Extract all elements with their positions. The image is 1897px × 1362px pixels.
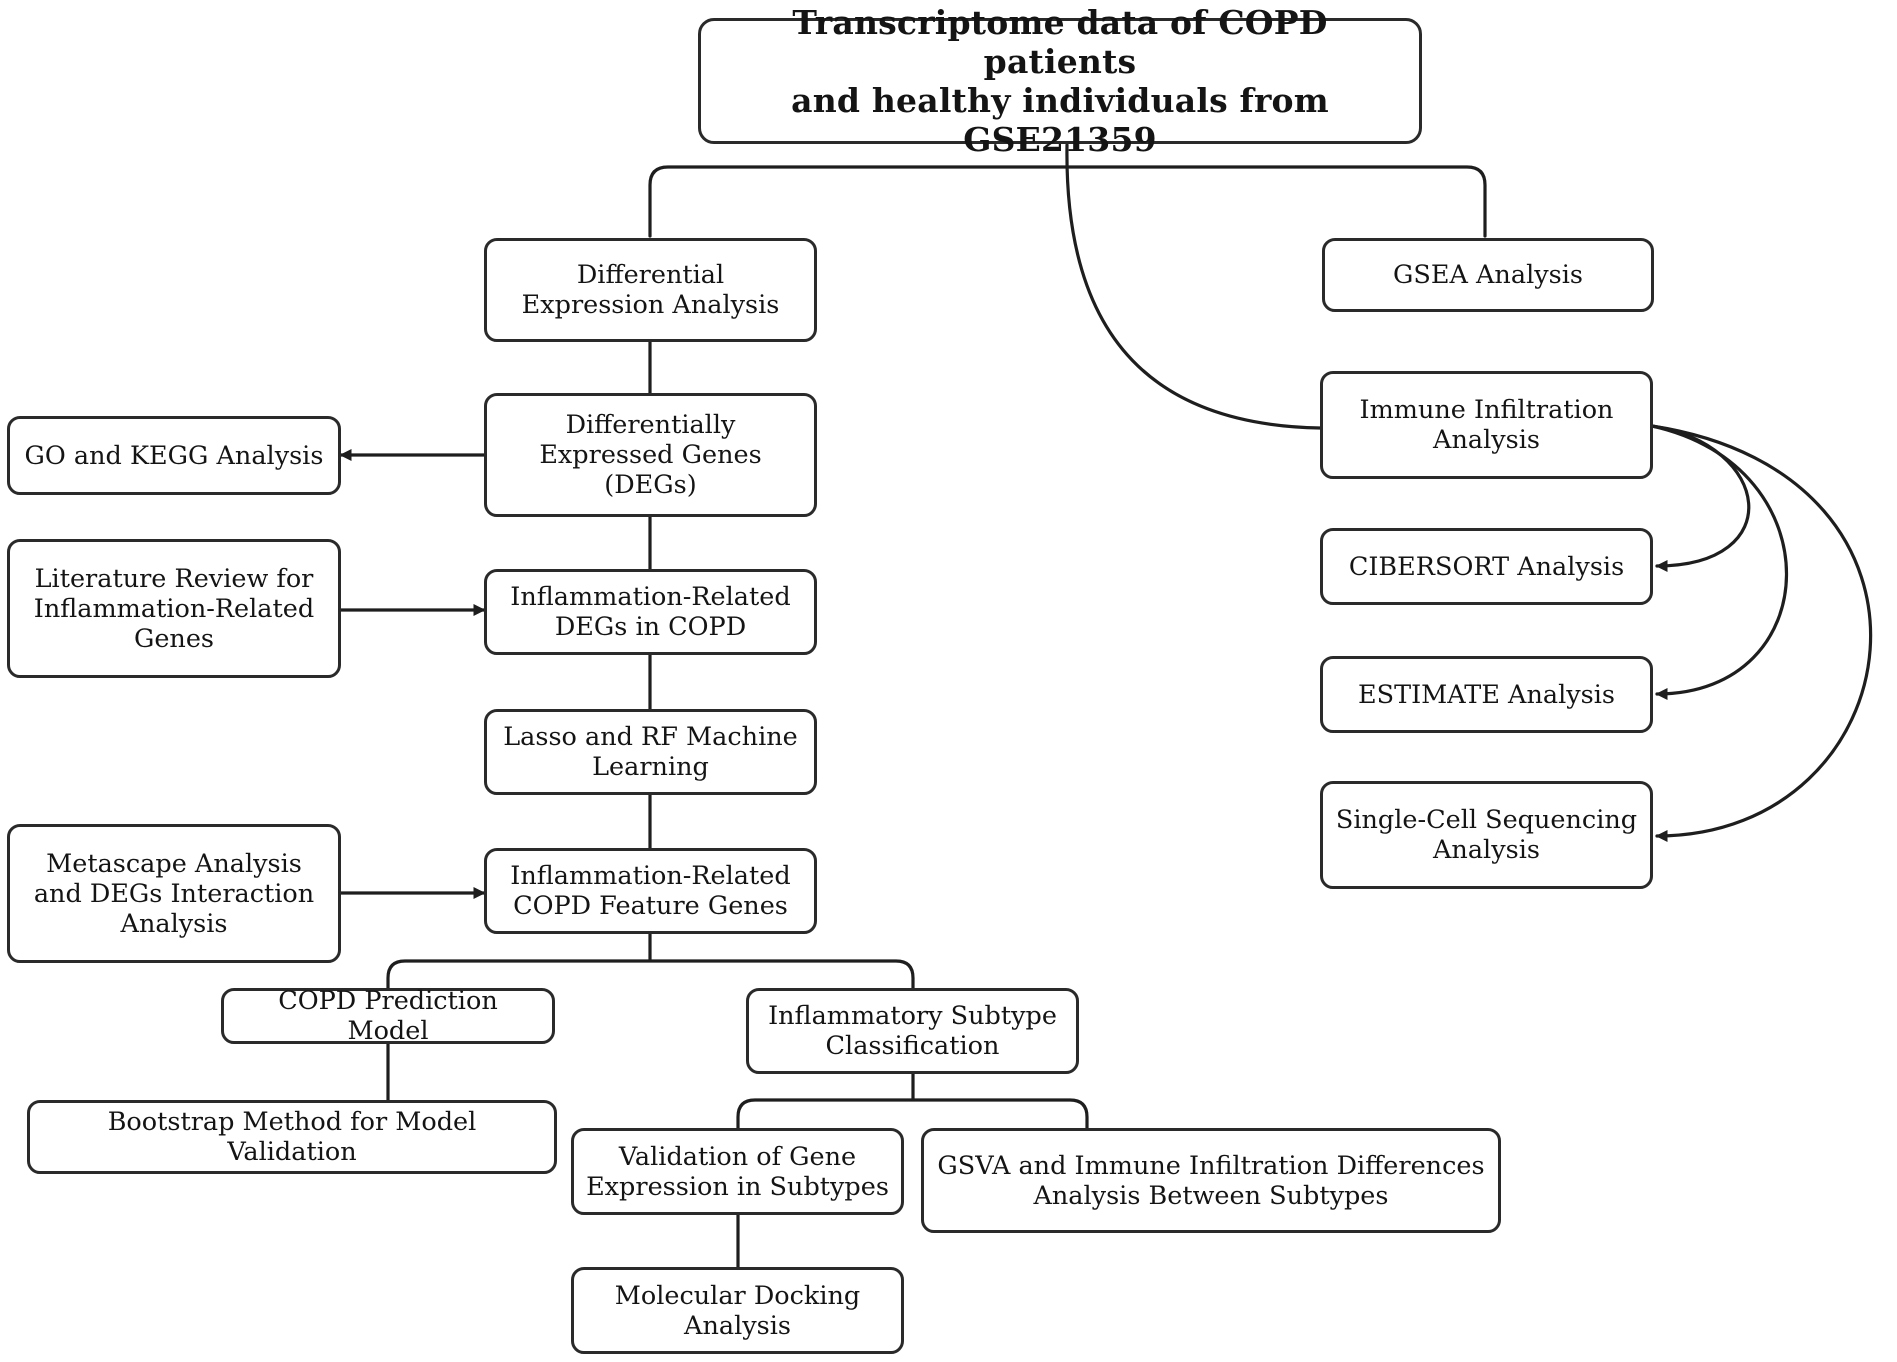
node-inflammation-degs: Inflammation-Related DEGs in COPD xyxy=(484,569,817,655)
node-source-data: Transcriptome data of COPD patients and … xyxy=(698,3,1422,159)
node-degs: Differentially Expressed Genes (DEGs) xyxy=(484,393,817,517)
node-single-cell: Single-Cell Sequencing Analysis xyxy=(1320,781,1653,889)
node-metascape: Metascape Analysis and DEGs Interaction … xyxy=(7,824,341,963)
node-validation-expression: Validation of Gene Expression in Subtype… xyxy=(571,1128,904,1215)
node-literature-review: Literature Review for Inflammation-Relat… xyxy=(7,539,341,678)
node-cibersort: CIBERSORT Analysis xyxy=(1320,528,1653,605)
connector-source-to-immune xyxy=(1065,143,1322,430)
node-estimate: ESTIMATE Analysis xyxy=(1320,656,1653,733)
node-molecular-docking: Molecular Docking Analysis xyxy=(571,1267,904,1354)
node-gsva-immune: GSVA and Immune Infiltration Differences… xyxy=(921,1128,1501,1233)
node-subtype-classification: Inflammatory Subtype Classification xyxy=(746,988,1079,1074)
node-go-kegg: GO and KEGG Analysis xyxy=(7,416,341,495)
node-gsea: GSEA Analysis xyxy=(1322,238,1654,312)
arrow-immune-to-single-cell xyxy=(1650,424,1873,842)
connector-subtype-to-split xyxy=(736,1072,1089,1130)
arrow-immune-to-estimate xyxy=(1650,424,1788,700)
node-bootstrap: Bootstrap Method for Model Validation xyxy=(27,1100,557,1174)
node-immune-infiltration: Immune Infiltration Analysis xyxy=(1320,371,1653,479)
node-prediction-model: COPD Prediction Model xyxy=(221,986,555,1046)
node-differential-expression: Differential Expression Analysis xyxy=(484,238,817,342)
node-feature-genes: Inflammation-Related COPD Feature Genes xyxy=(484,848,817,934)
connector-feature-to-split xyxy=(386,932,915,990)
node-lasso-rf: Lasso and RF Machine Learning xyxy=(484,709,817,795)
